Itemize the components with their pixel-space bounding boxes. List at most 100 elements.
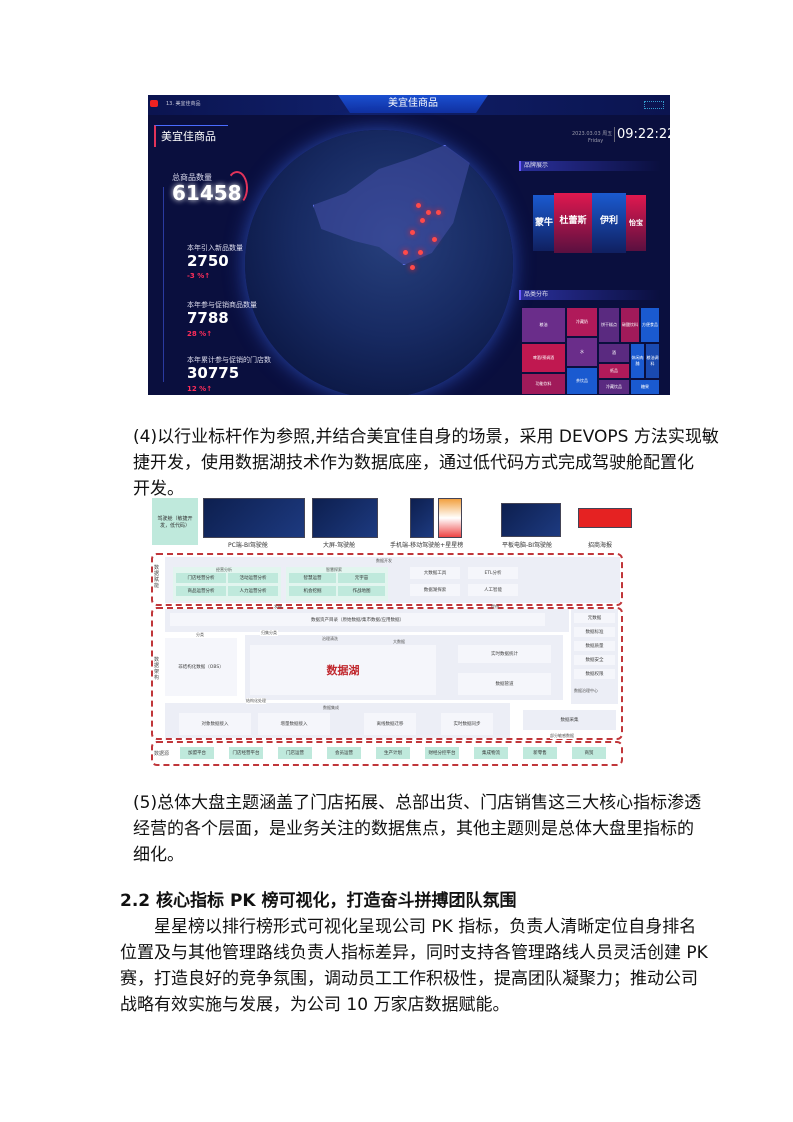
dashboard-screenshot: 13. 美宜佳商品 美宜佳商品 美宜佳商品 总商品数量 61458 本年引入新品… <box>148 95 670 395</box>
thumb-label: 平板电脑-BI驾驶舱 <box>502 542 553 549</box>
section-label: 数据架构 <box>154 657 160 681</box>
text-line: (4)以行业标杆作为参照,并结合美宜佳自身的场景，采用 DEVOPS 方法实现敏 <box>133 427 719 447</box>
treemap-cell[interactable]: 碳酸饮料 <box>620 307 640 343</box>
tool: 人工智能 <box>468 584 518 596</box>
treemap-cell[interactable]: 酒 <box>598 343 630 363</box>
treemap-cell[interactable]: 粮油调料 <box>645 343 660 379</box>
panel-title: 数据开发 <box>376 558 392 563</box>
category-treemap: 粮油 冷藏奶 饼干糕点 碳酸饮料 方便食品 啤酒/预调酒 水 酒 休闲肉脯 粮油… <box>521 307 660 395</box>
pipeline-box: 数据管道 <box>458 673 551 695</box>
treemap-cell[interactable]: 糖果 <box>630 379 660 395</box>
toolbar-icons <box>644 101 664 109</box>
arrow-label: 提供 <box>491 604 499 609</box>
item: 机会挖掘 <box>289 586 336 596</box>
map-point <box>418 250 423 255</box>
text-line: 开发。 <box>133 479 184 499</box>
thumbnail-tablet <box>501 503 561 537</box>
source-item: 新零售 <box>523 747 557 759</box>
weekday: Friday <box>588 138 604 144</box>
architecture-section <box>151 607 623 740</box>
map-point <box>420 218 425 223</box>
thumbnail-pc <box>203 498 305 538</box>
map-point <box>436 210 441 215</box>
realtime-stat-box: 实时数据统计 <box>458 645 551 663</box>
source-item: 门店经营平台 <box>229 747 263 759</box>
treemap-cell[interactable]: 冷藏饮品 <box>598 379 630 395</box>
paragraph-5: (5)总体大盘主题涵盖了门店拓展、总部出货、门店销售这三大核心指标渗透 经营的各… <box>133 790 701 868</box>
treemap-cell[interactable]: 粮油 <box>521 307 566 343</box>
enable-section <box>151 553 623 606</box>
panel-title: 美宜佳商品 <box>154 125 228 147</box>
source-item: 商贸 <box>572 747 606 759</box>
source-item: 门店运营 <box>278 747 312 759</box>
treemap-cell[interactable]: 啤酒/预调酒 <box>521 343 566 373</box>
brand-card[interactable]: 伊利 <box>592 193 626 253</box>
text-line: 经营的各个层面，是业务关注的数据焦点，其他主题则是总体大盘里指标的 <box>133 819 694 839</box>
treemap-cell[interactable]: 冷藏奶 <box>566 307 598 337</box>
stat-change: 12 %↑ <box>187 385 213 393</box>
thumbnail-bigscreen <box>312 498 378 538</box>
thumb-label: 大屏-驾驶舱 <box>323 542 356 549</box>
arrow-label: 治理清洗 <box>322 636 338 641</box>
paragraph-6: 星星榜以排行榜形式可视化呈现公司 PK 指标，负责人清晰定位自身排名 位置及与其… <box>120 914 708 1018</box>
thumbnail-poster <box>578 508 632 528</box>
treemap-cell[interactable]: 茶饮品 <box>566 367 598 395</box>
thumbnail-mobile <box>410 498 434 538</box>
ingest-box: 离线数据迁移 <box>364 713 416 735</box>
treemap-cell[interactable]: 功能饮料 <box>521 373 566 395</box>
brand-card[interactable]: 杜蕾斯 <box>554 193 592 253</box>
treemap-cell[interactable]: 水 <box>566 337 598 367</box>
stat-value: 2750 <box>187 252 229 270</box>
item: 门店经营分析 <box>176 573 226 583</box>
app-tab: 13. 美宜佳商品 <box>166 101 201 107</box>
data-lake-box: 数据湖 <box>250 645 436 695</box>
treemap-cell[interactable]: 方便食品 <box>640 307 660 343</box>
section-label: 数据赋能 <box>154 565 160 589</box>
stat-label: 本年累计参与促销的门店数 <box>187 356 271 364</box>
arrow-label: 归集分类 <box>260 630 278 636</box>
date: 2023.03.03 周五 <box>572 131 613 137</box>
cockpit-box: 驾驶舱（敏捷开发，低代码） <box>152 498 198 545</box>
thumb-label: 手机端-移动驾驶舱+星星榜 <box>390 542 464 549</box>
map-point <box>403 250 408 255</box>
stat-value: 30775 <box>187 364 240 382</box>
governance-item: 数据权限 <box>574 669 615 679</box>
source-item: 集成物流 <box>474 747 508 759</box>
map-point <box>410 230 415 235</box>
stat-label: 本年引入新品数量 <box>187 244 243 252</box>
governance-item: 数据质量 <box>574 641 615 651</box>
arrow-label: 结构化处理 <box>246 698 266 704</box>
source-item: 会员运营 <box>327 747 361 759</box>
item: 元宇宙 <box>338 573 385 583</box>
brand-card[interactable]: 蒙牛 <box>533 195 555 251</box>
map-point <box>426 210 431 215</box>
text-line: 位置及与其他管理路线负责人指标差异，同时支持各管理路线人员灵活创建 PK <box>120 943 708 963</box>
item: 商品运营分析 <box>176 586 226 596</box>
stat-change: -3 %↑ <box>187 272 211 280</box>
ingest-box: 实时数据同步 <box>441 713 493 735</box>
map-point <box>416 203 421 208</box>
text-line: 细化。 <box>133 845 184 865</box>
group-title: 经营分析 <box>216 567 232 572</box>
thumbnail-star-ranking <box>438 498 462 538</box>
brand-card[interactable]: 怡宝 <box>626 195 646 251</box>
text-line: 战略有效实施与发展，为公司 10 万家店数据赋能。 <box>120 995 510 1015</box>
tool: 数据湖探索 <box>410 584 460 596</box>
treemap-cell[interactable]: 纸品 <box>598 363 630 379</box>
treemap-cell[interactable]: 饼干糕点 <box>598 307 620 343</box>
tool: 大数据工具 <box>410 567 460 579</box>
group-title: 智慧探索 <box>326 567 342 572</box>
panel-title: 大数据 <box>393 639 405 644</box>
source-section <box>151 741 623 766</box>
governance-item: 数据安全 <box>574 655 615 665</box>
treemap-cell[interactable]: 休闲肉脯 <box>630 343 645 379</box>
architecture-diagram: 驾驶舱（敏捷开发，低代码） PC端-BI驾驶舱 大屏-驾驶舱 手机端-移动驾驶舱… <box>148 495 638 768</box>
governance-item: 数据标准 <box>574 627 615 637</box>
asset-catalog: 数据资产目录（原始数据/集市数据/应用数据） <box>170 613 545 626</box>
clock: 09:22:22 <box>614 127 670 142</box>
governance-item: 元数据 <box>574 613 615 623</box>
collect-box: 数据采集 <box>523 710 616 730</box>
item: 活动运营分析 <box>228 573 278 583</box>
obs-box: 非结构化数据（OBS） <box>165 638 237 696</box>
section-label: 数据源 <box>154 751 170 757</box>
